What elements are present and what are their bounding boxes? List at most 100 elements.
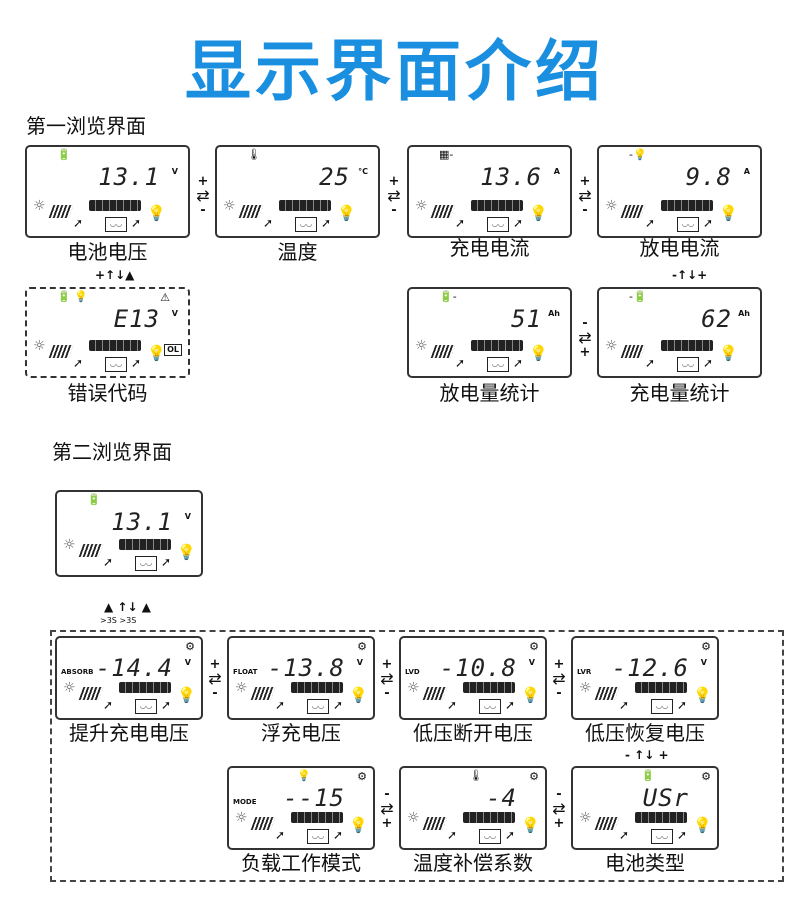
battery-level-bar xyxy=(291,812,343,823)
connector-minus: - xyxy=(556,787,562,802)
page-title: 显示界面介绍 xyxy=(185,33,605,110)
solar-panel-icon xyxy=(250,817,276,830)
connector-plus: + xyxy=(579,345,591,360)
lcd-unit: V xyxy=(184,512,191,521)
lcd-unit: Ah xyxy=(548,309,560,318)
battery-level-bar xyxy=(661,200,713,211)
flow-arrow-icon: ➚ xyxy=(275,828,286,842)
panel-label: 电池电压 xyxy=(67,240,148,264)
bulb-icon: 💡 xyxy=(177,543,196,561)
bulb-icon: 💡 xyxy=(719,204,738,222)
page-switch-arrows[interactable]: +⇄- xyxy=(375,658,399,700)
panel-label: 低压断开电压 xyxy=(413,721,533,745)
flow-arrow-icon: ➚ xyxy=(645,356,656,370)
gear-icon: ⚙ xyxy=(357,770,367,783)
page-switch-arrows[interactable]: +⇄- xyxy=(573,175,597,217)
flow-arrow-icon: ➚ xyxy=(645,216,656,230)
battery-level-bar xyxy=(89,340,141,351)
page-switch-arrows[interactable]: +⇄- xyxy=(547,658,571,700)
page-switch-arrows[interactable]: -⇄+ xyxy=(547,788,571,830)
bulb-icon: 💡 xyxy=(529,344,548,362)
flow-arrow-icon: ➚ xyxy=(505,698,516,712)
connector-plus: + xyxy=(209,657,221,672)
lcd-mode-tag: FLOAT xyxy=(233,668,258,676)
lcd-top-icon: ▦- xyxy=(439,148,454,161)
battery-icon: ◡◡ xyxy=(651,829,673,844)
flow-arrow-icon: ➚ xyxy=(321,216,332,230)
lcd-value: 13.1 xyxy=(98,163,160,191)
sun-icon: ☼ xyxy=(235,810,248,826)
flow-arrow-icon: ➚ xyxy=(703,356,714,370)
bulb-icon: 💡 xyxy=(521,816,540,834)
sun-icon: ☼ xyxy=(33,338,46,354)
solar-panel-icon xyxy=(620,205,646,218)
page-switch-arrows[interactable]: +⇄- xyxy=(203,658,227,700)
bulb-icon: 💡 xyxy=(529,204,548,222)
warning-icon: ⚠ xyxy=(160,291,170,304)
battery-level-bar xyxy=(635,682,687,693)
lcd-value: -12.6 xyxy=(611,654,689,682)
swap-arrows-icon: ⇄ xyxy=(387,186,401,205)
flow-arrow-icon: ➚ xyxy=(455,356,466,370)
solar-panel-icon xyxy=(250,687,276,700)
solar-panel-icon xyxy=(620,345,646,358)
lcd-unit: V xyxy=(356,658,363,667)
lcd-value: -13.8 xyxy=(267,654,345,682)
lcd-top-icon: 🌡 xyxy=(469,769,483,782)
swap-arrows-icon: ⇄ xyxy=(578,186,592,205)
lcd-value: 13.1 xyxy=(111,508,173,536)
page-switch-arrows[interactable]: +⇄- xyxy=(382,175,406,217)
flow-arrow-icon: ➚ xyxy=(73,216,84,230)
battery-level-bar xyxy=(471,200,523,211)
flow-arrow-icon: ➚ xyxy=(513,216,524,230)
vertical-switch-amount[interactable]: -↑↓+ xyxy=(672,268,708,282)
battery-level-bar xyxy=(119,682,171,693)
lcd-top-icon: 🌡 xyxy=(247,148,261,161)
panel-label: 放电量统计 xyxy=(439,381,540,405)
flow-arrow-icon: ➚ xyxy=(333,828,344,842)
vertical-switch-battery-type[interactable]: - ↑↓ + xyxy=(625,748,669,762)
sun-icon: ☼ xyxy=(415,338,428,354)
sun-icon: ☼ xyxy=(407,680,420,696)
sun-icon: ☼ xyxy=(605,338,618,354)
lcd-value: USr xyxy=(642,784,689,812)
lcd-top-icon: -🔋 xyxy=(629,290,647,303)
connector-plus: + xyxy=(553,657,565,672)
section-second-browse: 第二浏览界面 xyxy=(52,440,172,464)
connector-minus: - xyxy=(200,203,206,218)
vertical-switch-error[interactable]: +↑↓▲ xyxy=(95,268,135,282)
hold-switch-settings[interactable]: ▲ ↑↓ ▲ xyxy=(104,600,151,614)
lcd-unit: V xyxy=(184,658,191,667)
connector-plus: + xyxy=(381,657,393,672)
overload-indicator: OL xyxy=(164,344,182,356)
hold-duration-label: >3S >3S xyxy=(100,616,137,625)
panel-label: 充电量统计 xyxy=(629,381,730,405)
sun-icon: ☼ xyxy=(223,198,236,214)
lcd-unit: V xyxy=(528,658,535,667)
lcd-unit: V xyxy=(171,167,178,176)
panel-label: 低压恢复电压 xyxy=(585,721,705,745)
panel-label: 温度 xyxy=(277,240,318,264)
lcd-value: -14.4 xyxy=(95,654,173,682)
lcd-mode-tag: LVR xyxy=(577,668,592,676)
battery-level-bar xyxy=(279,200,331,211)
page-switch-arrows[interactable]: -⇄+ xyxy=(375,788,399,830)
lcd-value: 25 xyxy=(319,163,350,191)
solar-panel-icon xyxy=(422,687,448,700)
panel-label: 电池类型 xyxy=(605,851,685,875)
lcd-top-icon: -💡 xyxy=(629,148,647,161)
battery-level-bar xyxy=(291,682,343,693)
gear-icon: ⚙ xyxy=(529,770,539,783)
lcd-top-icon: 🔋 xyxy=(57,148,71,161)
page-switch-arrows[interactable]: +⇄- xyxy=(191,175,215,217)
page-switch-arrows[interactable]: -⇄+ xyxy=(573,317,597,359)
lcd-value: E13 xyxy=(113,305,160,333)
sun-icon: ☼ xyxy=(63,537,76,553)
flow-arrow-icon: ➚ xyxy=(619,828,630,842)
battery-level-bar xyxy=(119,539,171,550)
connector-minus: - xyxy=(556,686,562,701)
